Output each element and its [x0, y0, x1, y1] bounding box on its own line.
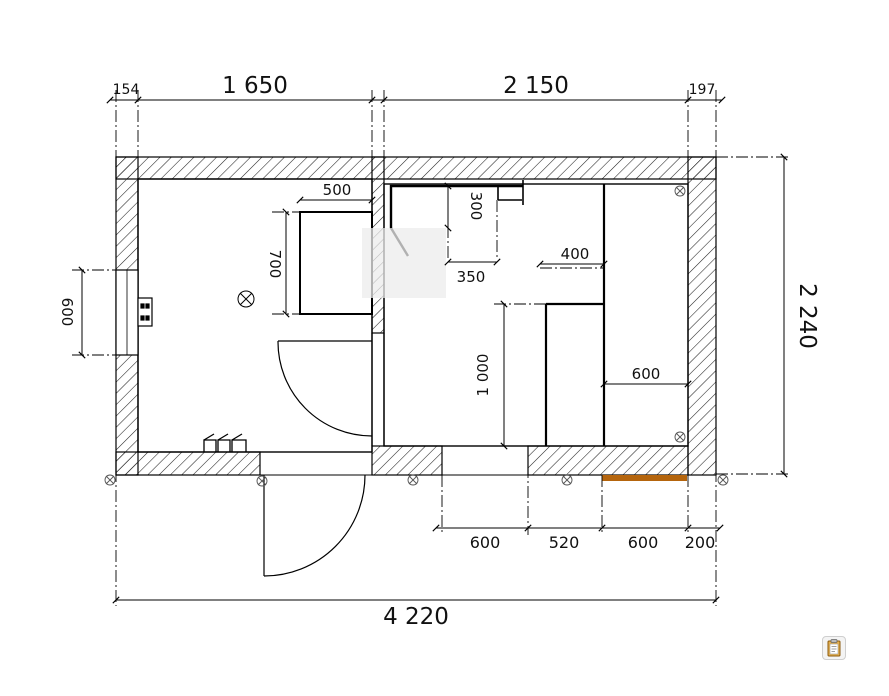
dim-shelf-right-width: 600 [632, 365, 661, 383]
shelves [544, 184, 606, 446]
bench [299, 211, 373, 315]
door-interior [277, 340, 373, 437]
clipboard-button[interactable] [822, 636, 846, 660]
room-right-outline [383, 183, 689, 447]
dim-bottom-seg1: 600 [470, 533, 501, 552]
dim-bottom-seg3: 600 [628, 533, 659, 552]
dim-right-height: 2 240 [794, 283, 820, 349]
wall-right [687, 156, 717, 476]
socket-icon [137, 297, 153, 327]
axis-markers [104, 474, 729, 487]
wall-top [115, 156, 717, 180]
room-left-outline [137, 178, 373, 453]
dim-left-window: 600 [58, 298, 76, 327]
threshold-accent [602, 475, 687, 481]
dim-bottom-seg2: 520 [549, 533, 580, 552]
wall-bottom-left [115, 451, 261, 476]
clipboard-icon [827, 639, 841, 657]
dim-stove-depth: 300 [467, 192, 485, 221]
wall-bottom-right [527, 445, 689, 476]
light-fixture-icon [237, 290, 255, 308]
dim-bench-width: 500 [323, 181, 352, 199]
radiator-icon [203, 433, 247, 452]
dim-shelf-height: 1 000 [474, 354, 492, 397]
dim-top-right: 2 150 [503, 73, 569, 99]
dim-bench-height: 700 [266, 250, 284, 279]
fixture-marks [674, 185, 686, 443]
stove-shade [362, 228, 446, 298]
dim-stove-width: 350 [457, 268, 486, 286]
dim-top-left-small: 154 [113, 82, 140, 98]
dim-bottom-seg4: 200 [685, 533, 716, 552]
dimension-lines [78, 96, 788, 604]
dim-shelf-top-width: 400 [561, 245, 590, 263]
door-entry [263, 474, 366, 577]
dim-total-width: 4 220 [383, 604, 449, 630]
dim-top-left: 1 650 [222, 73, 288, 99]
wall-bottom-middle [371, 445, 443, 476]
walls [115, 156, 717, 476]
dim-top-right-small: 197 [689, 82, 716, 98]
